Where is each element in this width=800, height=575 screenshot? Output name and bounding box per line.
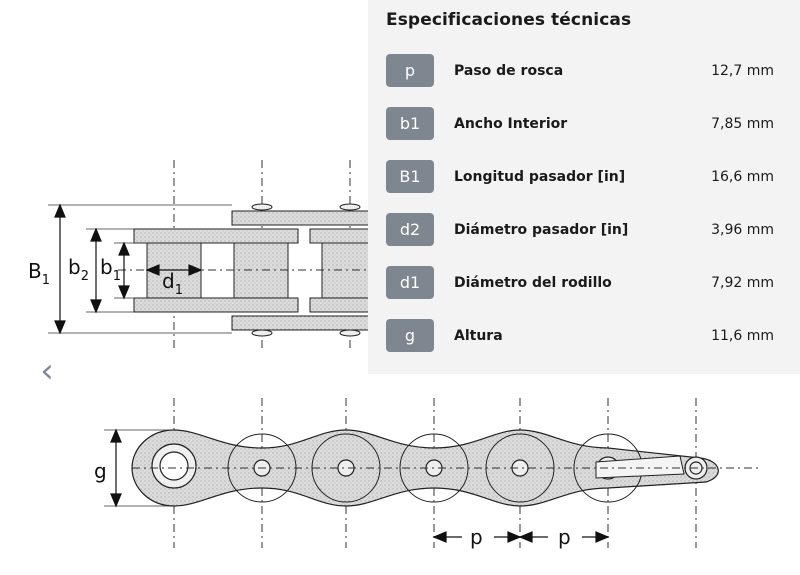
- spec-row-pin-length: B1 Longitud pasador [in] 16,6 mm: [386, 150, 774, 203]
- spec-badge: p: [386, 54, 434, 87]
- spec-value: 7,92 mm: [711, 274, 774, 291]
- label-B1: B: [28, 259, 42, 283]
- label-b1: b: [100, 255, 113, 279]
- label-d1: d: [162, 269, 175, 293]
- specs-title: Especificaciones técnicas: [386, 10, 632, 30]
- label-p-right: p: [558, 525, 571, 549]
- spec-label: Longitud pasador [in]: [454, 168, 626, 185]
- label-d1-sub: 1: [175, 283, 183, 298]
- spec-label: Diámetro pasador [in]: [454, 221, 629, 238]
- spec-badge: d1: [386, 266, 434, 299]
- spec-value: 7,85 mm: [711, 115, 774, 132]
- spec-row-inner-width: b1 Ancho Interior 7,85 mm: [386, 97, 774, 150]
- svg-text:B1: B1: [28, 259, 50, 288]
- svg-text:b2: b2: [68, 255, 89, 284]
- spec-row-pitch: p Paso de rosca 12,7 mm: [386, 44, 774, 97]
- spec-value: 11,6 mm: [711, 327, 774, 344]
- spec-label: Altura: [454, 327, 503, 344]
- chain-side-view: g p p: [94, 398, 760, 549]
- spec-badge: d2: [386, 213, 434, 246]
- chevron-left-icon: ‹: [40, 351, 54, 391]
- spec-row-roller-diameter: d1 Diámetro del rodillo 7,92 mm: [386, 256, 774, 309]
- spec-label: Diámetro del rodillo: [454, 274, 612, 291]
- label-p-left: p: [470, 525, 483, 549]
- previous-image-button[interactable]: ‹: [30, 352, 64, 390]
- spec-label: Ancho Interior: [454, 115, 568, 132]
- svg-text:b1: b1: [100, 255, 121, 284]
- spec-value: 12,7 mm: [711, 62, 774, 79]
- label-g: g: [94, 459, 107, 483]
- chain-top-view: B1 b2 b1 d1: [28, 160, 373, 350]
- spec-row-pin-diameter: d2 Diámetro pasador [in] 3,96 mm: [386, 203, 774, 256]
- label-B1-sub: 1: [42, 273, 50, 288]
- spec-label: Paso de rosca: [454, 62, 564, 79]
- svg-text:d1: d1: [162, 269, 183, 298]
- label-b1-sub: 1: [113, 269, 121, 284]
- label-b2-sub: 2: [81, 269, 89, 284]
- spec-row-height: g Altura 11,6 mm: [386, 309, 774, 362]
- spec-badge: B1: [386, 160, 434, 193]
- technical-specs-panel: Especificaciones técnicas p Paso de rosc…: [368, 0, 800, 374]
- spec-value: 3,96 mm: [711, 221, 774, 238]
- spec-badge: g: [386, 319, 434, 352]
- label-b2: b: [68, 255, 81, 279]
- spec-badge: b1: [386, 107, 434, 140]
- spec-value: 16,6 mm: [711, 168, 774, 185]
